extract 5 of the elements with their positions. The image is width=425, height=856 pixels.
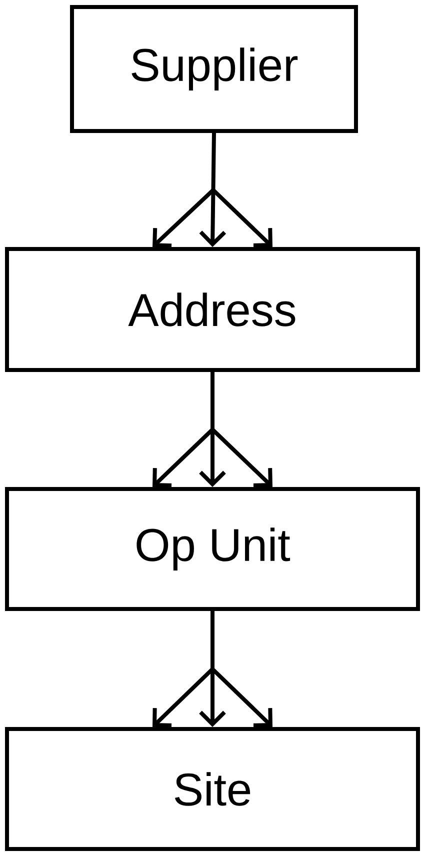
entity-box: Address bbox=[5, 247, 420, 372]
entity-box: Site bbox=[5, 727, 420, 851]
entity-box: Op Unit bbox=[5, 487, 420, 611]
entity-box: Supplier bbox=[70, 5, 358, 133]
one-to-many-arrow bbox=[152, 132, 272, 248]
